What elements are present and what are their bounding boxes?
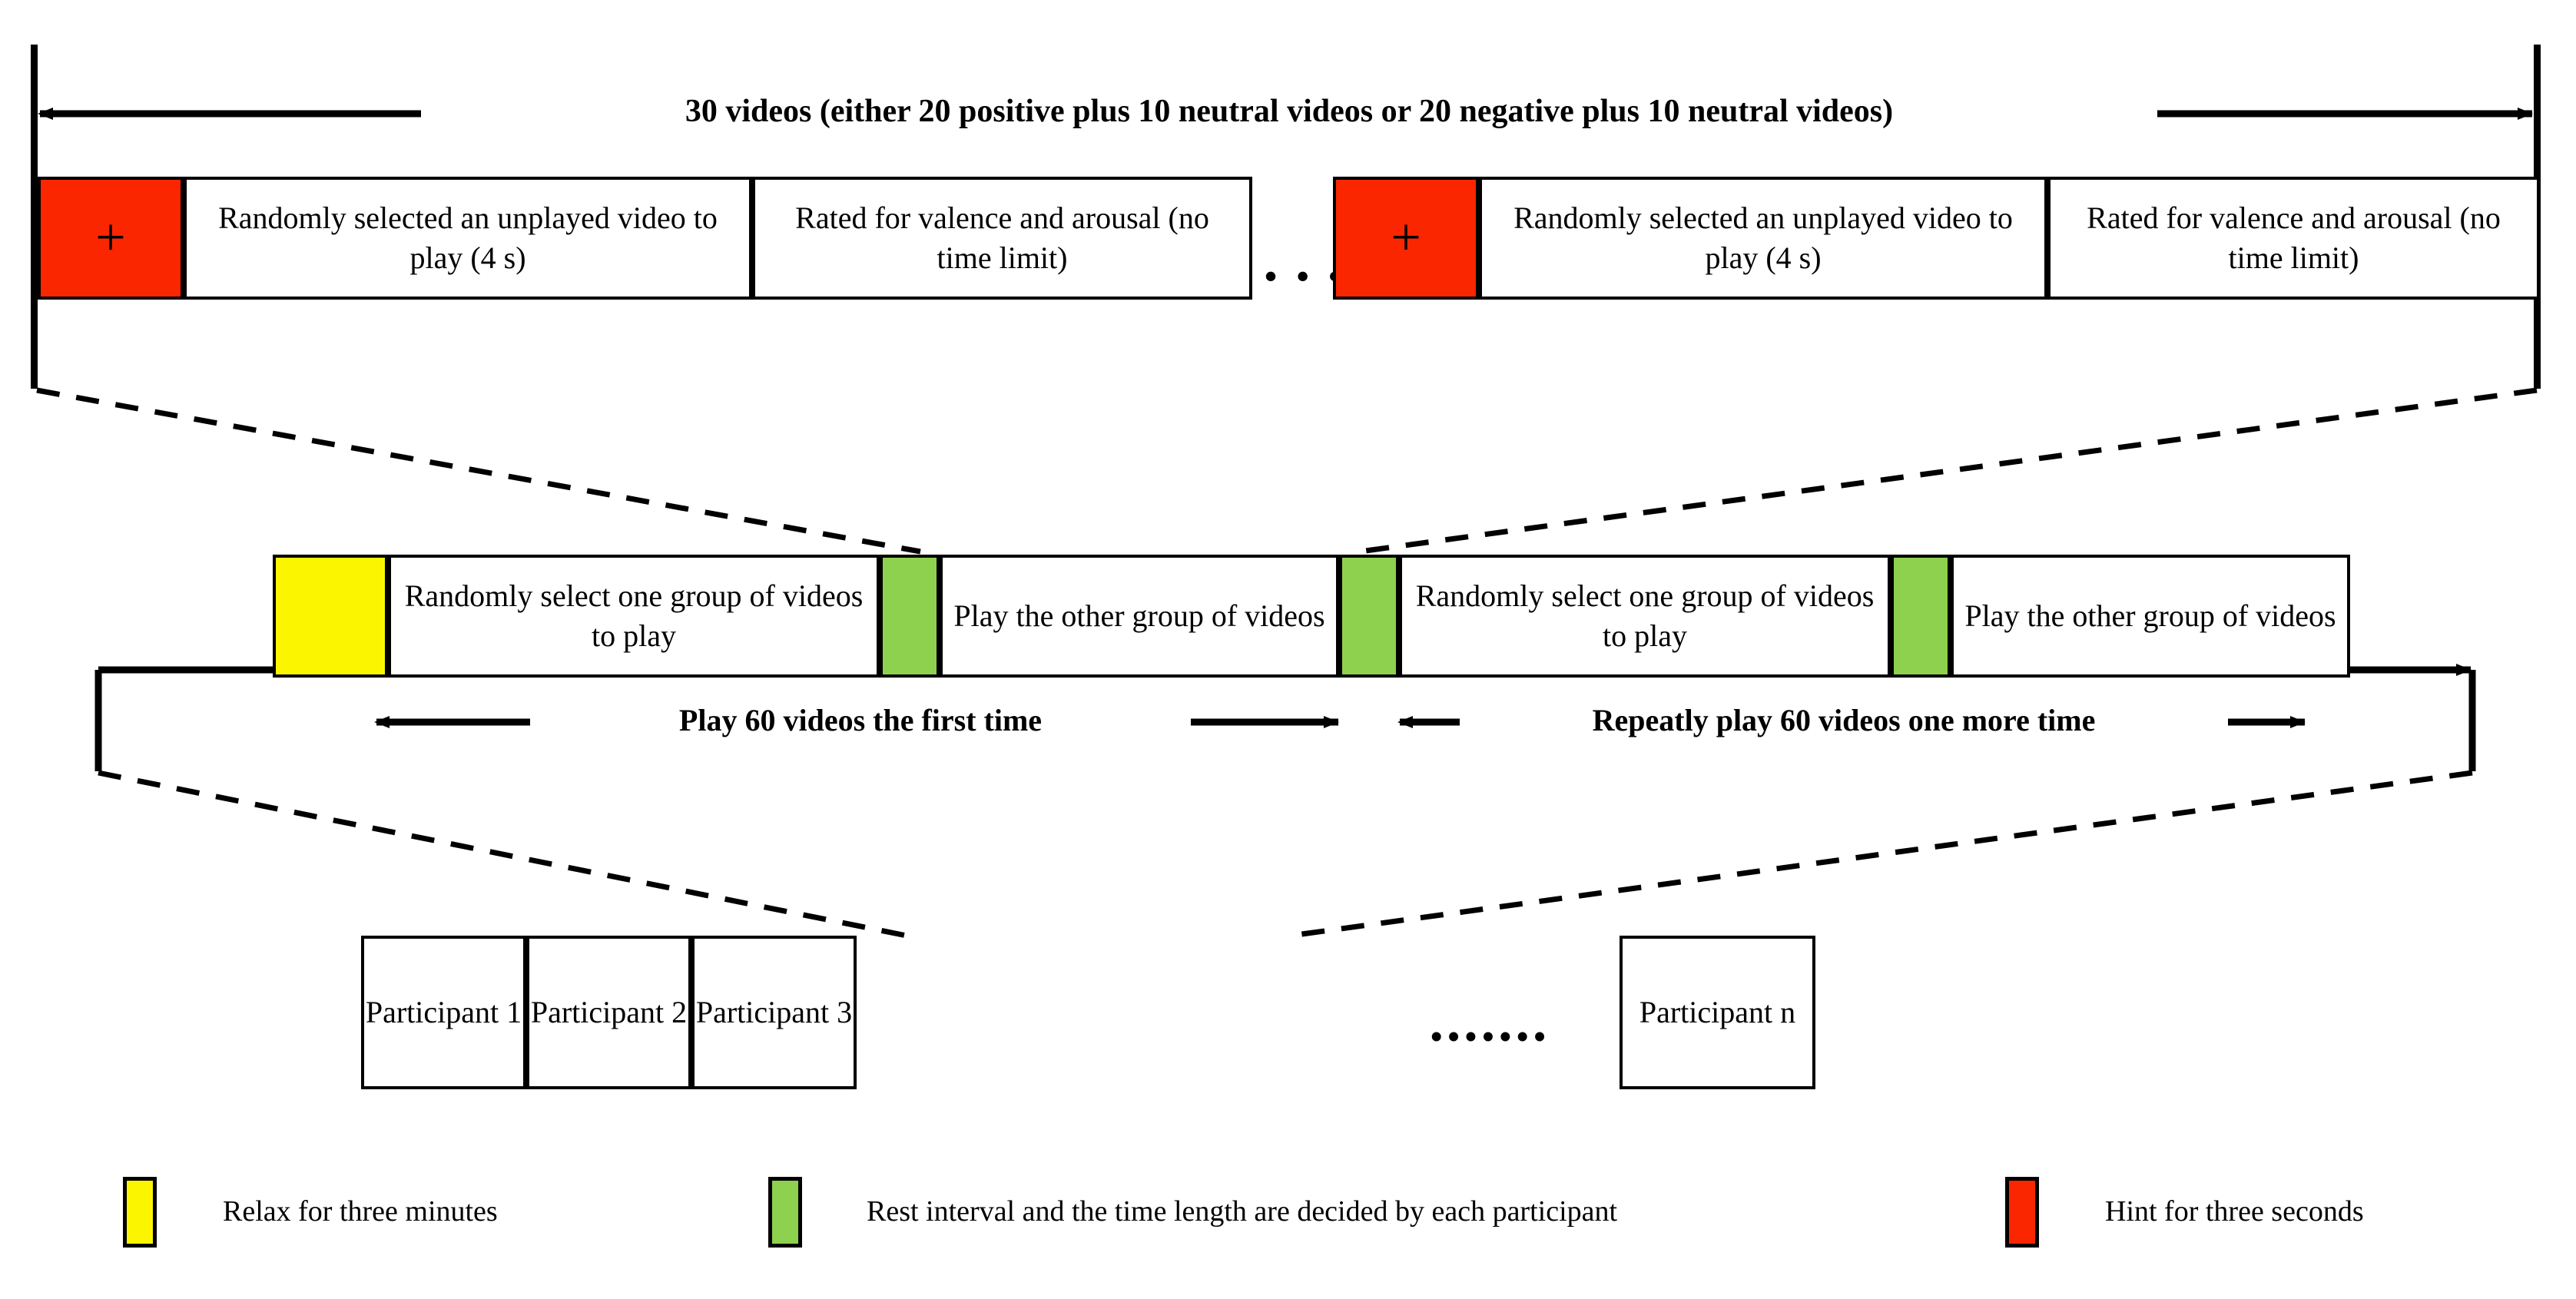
legend-label-relax: Relax for three minutes [223, 1195, 498, 1228]
legend-swatch-relax [123, 1177, 157, 1248]
session-segment-4: Play the other group of videos [1951, 555, 2350, 678]
rate-video-block-2: Rated for valence and arousal (no time l… [2047, 177, 2540, 300]
legend-swatch-hint [2005, 1177, 2039, 1248]
hint-block-1: + [38, 177, 184, 300]
trial-span-label: 30 videos (either 20 positive plus 10 ne… [421, 95, 2157, 128]
participant-ellipsis: ••••••• [1431, 1018, 1551, 1055]
session-segment-1: Randomly select one group of videos to p… [388, 555, 880, 678]
participant-box-3: Participant 3 [691, 936, 857, 1089]
fixation-cross-icon: + [1391, 208, 1421, 267]
hint-block-2: + [1333, 177, 1479, 300]
legend-label-rest: Rest interval and the time length are de… [867, 1195, 1618, 1228]
play-video-block-1: Randomly selected an unplayed video to p… [184, 177, 752, 300]
rest-interval-3 [1891, 555, 1951, 678]
session-segment-2: Play the other group of videos [940, 555, 1339, 678]
participant-box-2: Participant 2 [526, 936, 691, 1089]
relax-block [273, 555, 388, 678]
fixation-cross-icon: + [95, 208, 126, 267]
rate-video-block-1: Rated for valence and arousal (no time l… [752, 177, 1252, 300]
legend-swatch-rest [768, 1177, 802, 1248]
session-segment-3: Randomly select one group of videos to p… [1399, 555, 1891, 678]
session-span-label-repeat: Repeatly play 60 videos one more time [1460, 705, 2228, 736]
play-video-block-2: Randomly selected an unplayed video to p… [1479, 177, 2047, 300]
participant-box-n: Participant n [1620, 936, 1815, 1089]
rest-interval-2 [1339, 555, 1399, 678]
session-span-label-first: Play 60 videos the first time [530, 705, 1191, 736]
trial-left-bracket [31, 45, 38, 389]
legend-label-hint: Hint for three seconds [2105, 1195, 2364, 1228]
participant-box-1: Participant 1 [361, 936, 526, 1089]
rest-interval-1 [880, 555, 940, 678]
